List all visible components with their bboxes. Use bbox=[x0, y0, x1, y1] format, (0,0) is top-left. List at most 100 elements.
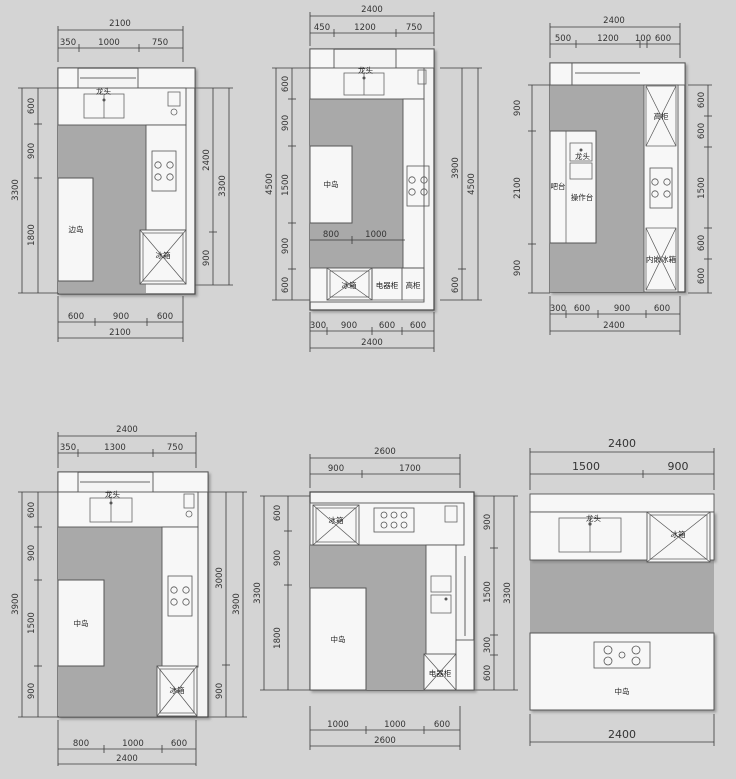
plan6-top-seg-2: 900 bbox=[668, 460, 689, 473]
plan5-bottom-seg-2: 1000 bbox=[384, 720, 406, 730]
plan2-bottom-seg-3: 600 bbox=[379, 321, 395, 331]
plan5-island-label: 中岛 bbox=[331, 634, 346, 644]
plan5-fridge bbox=[312, 504, 360, 546]
plan3-left-seg-2: 2100 bbox=[513, 177, 523, 199]
plan3-fridge-label: 内嵌冰箱 bbox=[646, 254, 676, 264]
plan6-sink bbox=[558, 517, 622, 553]
plan2-top-seg-3: 750 bbox=[406, 23, 422, 33]
plan5-top-seg-2: 1700 bbox=[399, 464, 421, 474]
plan4-top-dimension: 2400 350 1300 750 bbox=[57, 425, 197, 468]
plan5-oven-label: 电器柜 bbox=[429, 668, 452, 678]
plan5-cooktop-icon bbox=[373, 507, 415, 533]
plan1-fridge-label: 冰箱 bbox=[156, 250, 171, 260]
plan5-left-total: 3300 bbox=[253, 582, 263, 604]
plan5-right-seg-4: 600 bbox=[483, 665, 493, 681]
plan2-sink bbox=[343, 72, 385, 96]
plan1-right-seg-2: 900 bbox=[202, 250, 212, 266]
plan2-dishwasher bbox=[417, 69, 427, 85]
plan2-left-seg-1: 600 bbox=[281, 76, 291, 92]
plan4-bottom-seg-3: 600 bbox=[171, 739, 187, 749]
plan1-top-seg-2: 1000 bbox=[98, 38, 120, 48]
plan2-bottom-dimension: 300 900 600 600 2400 bbox=[309, 312, 435, 352]
plan4-right-inner: 3000 bbox=[215, 567, 225, 589]
plan6-tap-label: 龙头 bbox=[586, 513, 601, 523]
plan2-island bbox=[309, 145, 353, 224]
plan5-left-seg-1: 600 bbox=[273, 505, 283, 521]
plan6-top-total: 2400 bbox=[608, 437, 636, 450]
plan1-right-total: 3300 bbox=[218, 175, 228, 197]
plan1-left-seg-3: 1800 bbox=[27, 224, 37, 246]
plan2-cooktop-icon bbox=[406, 165, 430, 207]
plan1-dishwasher bbox=[167, 91, 181, 107]
plan1-tap-label: 龙头 bbox=[96, 86, 111, 96]
plan5-right-seg-2: 1500 bbox=[483, 581, 493, 603]
plan6-bottom-total: 2400 bbox=[608, 728, 636, 741]
plan5-sink bbox=[430, 575, 452, 614]
plan1-top-seg-1: 350 bbox=[60, 38, 76, 48]
plan4-top-seg-2: 1300 bbox=[104, 443, 126, 453]
plan6-bottom-dimension: 2400 bbox=[529, 714, 715, 746]
plan4-fridge-label: 冰箱 bbox=[170, 685, 185, 695]
plan2-tall-label: 高柜 bbox=[406, 280, 421, 290]
plan3-corner-block bbox=[549, 62, 573, 86]
plan2-fridge-label: 冰箱 bbox=[342, 280, 357, 290]
plan1-cooktop-icon bbox=[151, 150, 177, 192]
plan6-fridge bbox=[646, 511, 711, 563]
plan3-right-seg-4: 600 bbox=[697, 235, 707, 251]
plan2-tall-cabinet bbox=[401, 267, 425, 301]
plan2-top-total: 2400 bbox=[361, 5, 383, 15]
plan3-cooktop-icon bbox=[649, 167, 673, 209]
plan2-top-dimension: 2400 450 1200 750 bbox=[309, 5, 435, 46]
plan4-top-cabinet bbox=[152, 471, 209, 493]
plan1-left-seg-1: 600 bbox=[27, 98, 37, 114]
plan2-top-cabinet bbox=[395, 48, 435, 69]
plan5-bottom-dimension: 1000 1000 600 2600 bbox=[309, 706, 461, 750]
plan3-tall-label: 高柜 bbox=[654, 111, 669, 121]
plan3-bottom-seg-1: 300 bbox=[550, 304, 566, 314]
plan6-fridge-label: 冰箱 bbox=[671, 529, 686, 539]
plan5-right-seg-3: 300 bbox=[483, 637, 493, 653]
plan1-bottom-dimension: 600 900 600 2100 bbox=[57, 296, 184, 342]
plan4-top-seg-3: 750 bbox=[167, 443, 183, 453]
plan3-bar-label: 吧台 bbox=[551, 181, 566, 191]
plan4-island-label: 中岛 bbox=[74, 618, 89, 628]
plan4-fridge bbox=[156, 665, 198, 717]
plan5-bottom-seg-3: 600 bbox=[434, 720, 450, 730]
plan4-island bbox=[57, 579, 105, 667]
plan4-top-total: 2400 bbox=[116, 425, 138, 435]
plan3-top-total: 2400 bbox=[603, 16, 625, 26]
plan6-top-dimension: 2400 1500 900 bbox=[529, 437, 715, 490]
plan4-top-seg-1: 350 bbox=[60, 443, 76, 453]
plan2-right-total: 4500 bbox=[467, 173, 477, 195]
plan2-left-total: 4500 bbox=[265, 173, 275, 195]
plan4-left-seg-2: 900 bbox=[27, 545, 37, 561]
plan4-bottom-total: 2400 bbox=[116, 754, 138, 764]
plan3-bottom-seg-3: 900 bbox=[614, 304, 630, 314]
plan2-left-seg-3: 1500 bbox=[281, 174, 291, 196]
plan3-bottom-total: 2400 bbox=[603, 321, 625, 331]
plan1-island bbox=[57, 177, 94, 282]
plan5-left-dimension: 3300 600 900 1800 bbox=[253, 495, 310, 691]
plan1-left-dimension: 3300 600 900 1800 bbox=[11, 87, 58, 294]
plan2-bottom-total: 2400 bbox=[361, 338, 383, 348]
plan4-bottom-dimension: 800 1000 600 2400 bbox=[57, 720, 197, 766]
plan3-fridge bbox=[645, 227, 677, 291]
plan3-top-seg-3: 100 bbox=[635, 34, 651, 44]
plan4-left-seg-1: 600 bbox=[27, 502, 37, 518]
plan-5: 2600 900 1700 3300 600 900 1800 900 1500… bbox=[253, 447, 518, 750]
plan5-oven-cabinet bbox=[423, 653, 457, 691]
plan1-bottom-seg-2: 900 bbox=[113, 312, 129, 322]
plan2-fridge bbox=[326, 267, 373, 301]
plan3-left-seg-3: 900 bbox=[513, 260, 523, 276]
plan2-bottom-seg-1: 300 bbox=[310, 321, 326, 331]
plan1-sink bbox=[83, 93, 125, 119]
plan5-right-seg-1: 900 bbox=[483, 514, 493, 530]
plan3-tap-label: 龙头 bbox=[575, 151, 590, 161]
plan6-cooktop-icon bbox=[593, 641, 651, 669]
plan1-right-dimension: 2400 900 3300 bbox=[195, 87, 233, 286]
plan3-left-seg-1: 900 bbox=[513, 100, 523, 116]
plan4-bottom-seg-2: 1000 bbox=[122, 739, 144, 749]
plan1-top-dimension: 2100 350 1000 750 bbox=[57, 19, 184, 62]
plan1-stove-counter bbox=[145, 124, 187, 231]
plan3-top-counter bbox=[571, 62, 686, 86]
